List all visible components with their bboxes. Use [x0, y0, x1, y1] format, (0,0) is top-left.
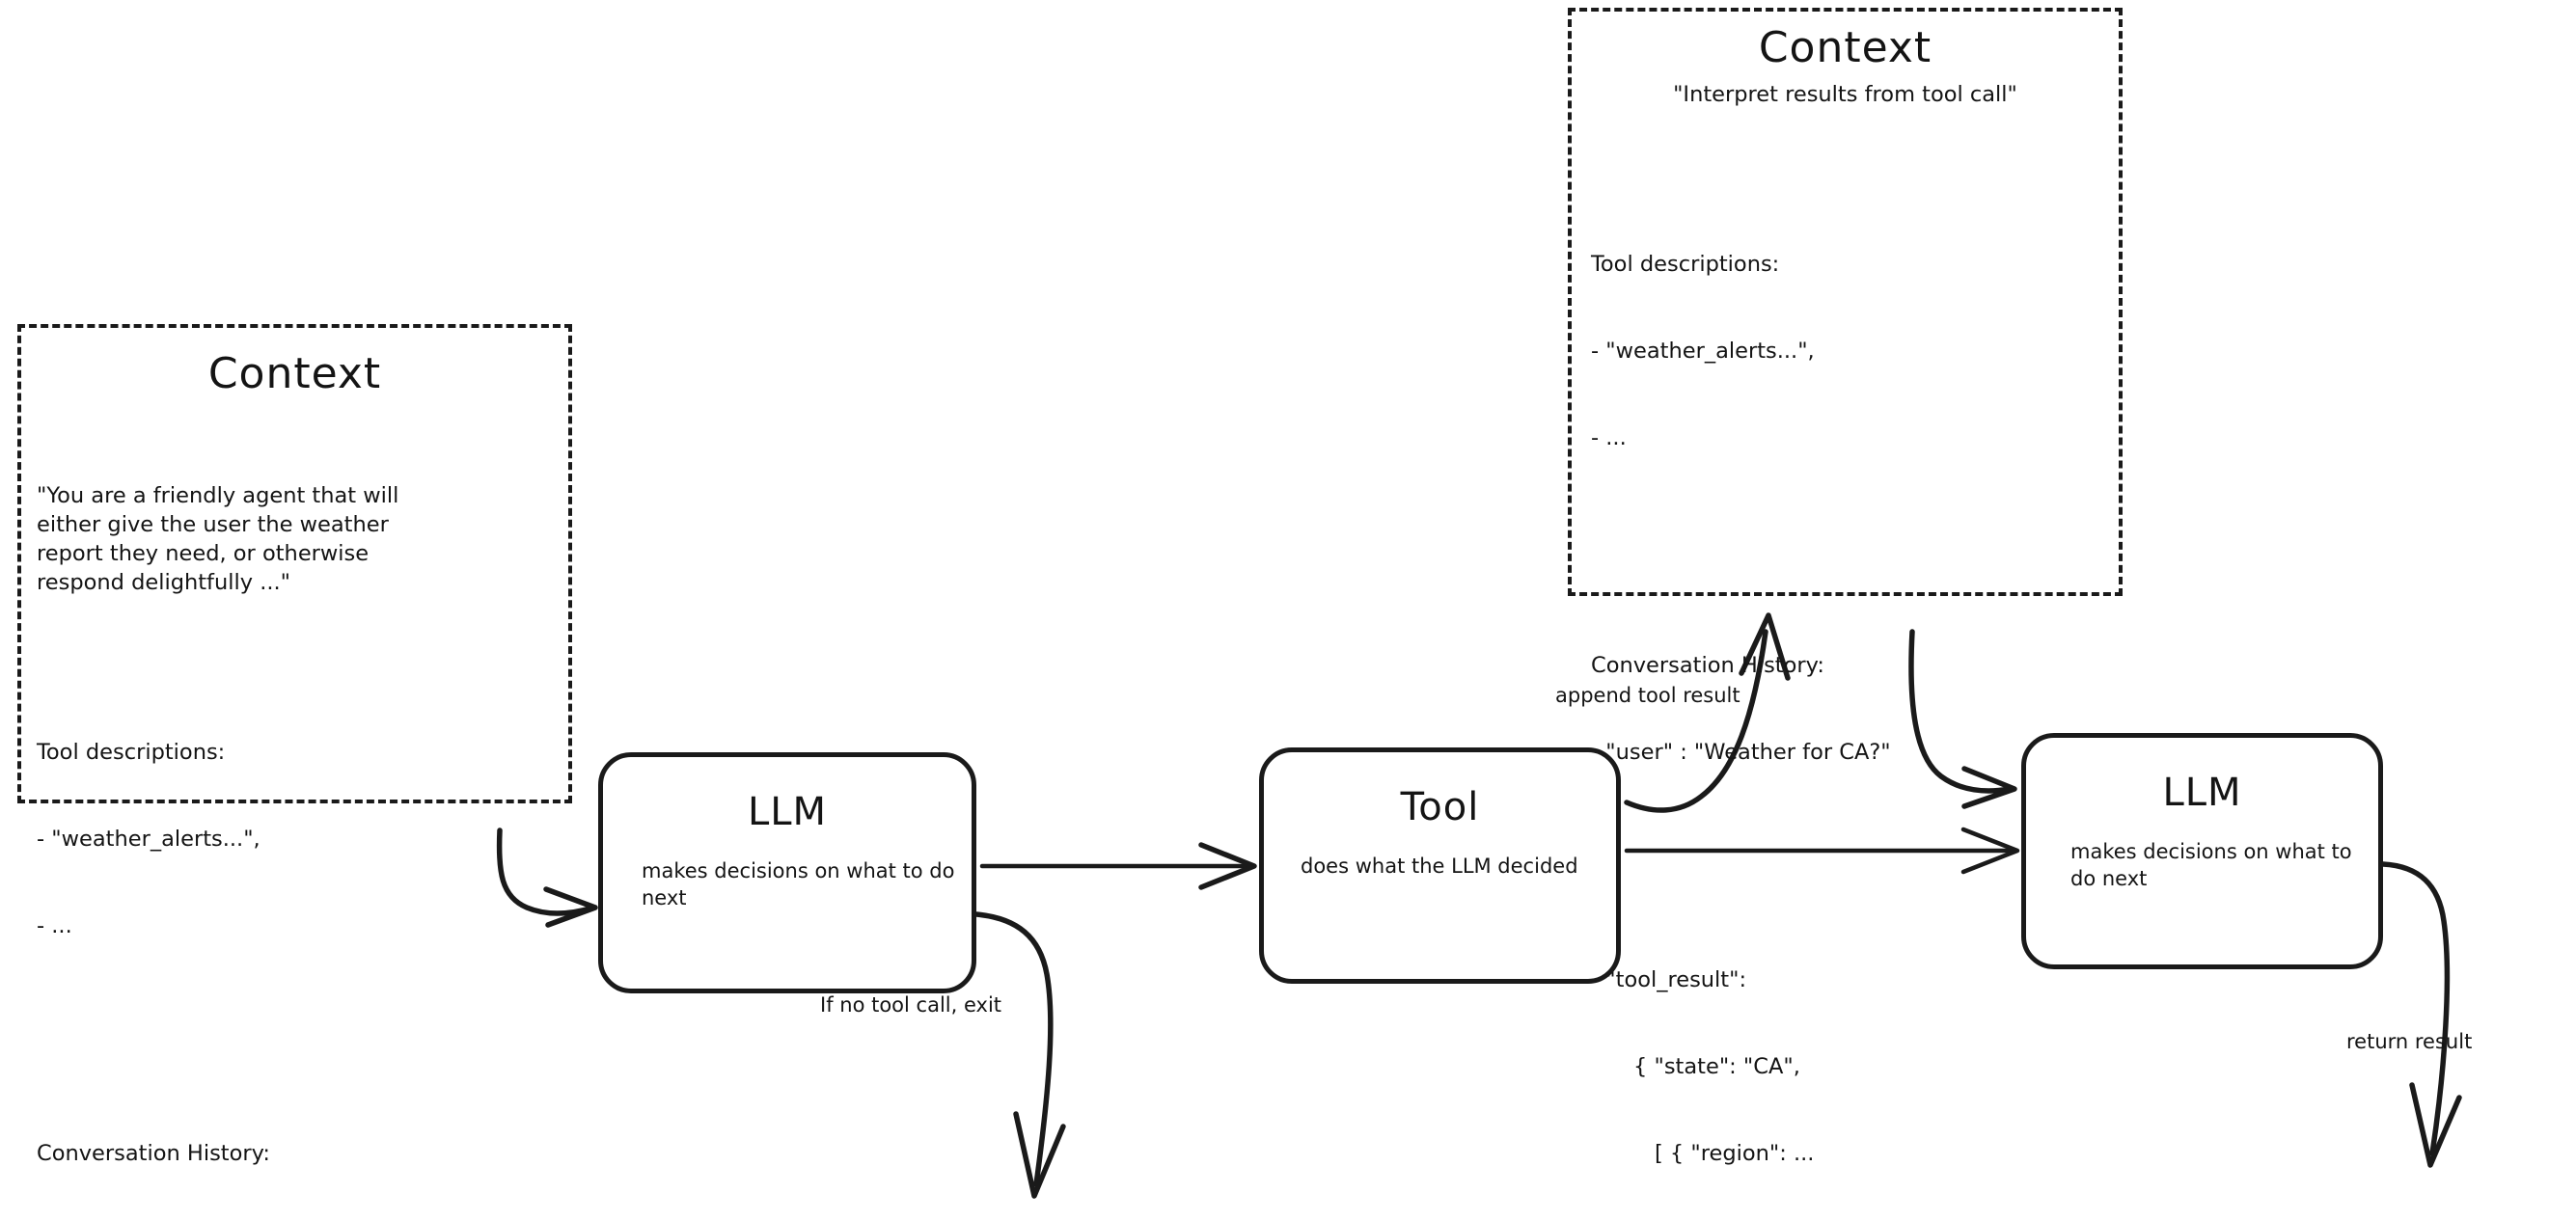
conversation-heading: Conversation History: — [37, 1141, 270, 1166]
context-right-quote: "Interpret results from tool call" — [1673, 82, 2017, 107]
tool-result-line: [ { "region": ... — [1655, 1141, 1815, 1166]
context-right-body: Tool descriptions: - "weather_alerts..."… — [1591, 134, 2119, 1221]
tool-descriptions-heading: Tool descriptions: — [1591, 252, 1780, 277]
node-llm-second-title: LLM — [2162, 771, 2242, 815]
tool-result-line: { "state": "CA", — [1633, 1054, 1800, 1079]
node-llm-first-title: LLM — [747, 790, 828, 834]
node-llm-second-subtitle: makes decisions on what to do next — [2070, 840, 2352, 890]
tool-descriptions-heading: Tool descriptions: — [37, 740, 226, 765]
tool-descriptions-item: - ... — [1591, 425, 1627, 450]
context-right-conversation: Conversation History: - "user" : "Weathe… — [1591, 593, 2119, 825]
node-tool-title: Tool — [1400, 785, 1480, 829]
context-left-body: "You are a friendly agent that will eith… — [37, 423, 568, 1221]
tool-descriptions-item: - ... — [37, 913, 72, 938]
conversation-heading: Conversation History: — [1591, 653, 1824, 678]
node-tool-subtitle: does what the LLM decided — [1301, 855, 1578, 878]
context-left-title: Context — [207, 349, 382, 398]
node-tool[interactable]: Tool does what the LLM decided — [1259, 747, 1621, 984]
context-box-after-tool: Context "Interpret results from tool cal… — [1568, 8, 2123, 1166]
context-right-tool-descriptions: Tool descriptions: - "weather_alerts..."… — [1591, 192, 2119, 510]
arrow-llm2-return — [2380, 861, 2462, 1168]
context-left-conversation: Conversation History: - "user" : "Weathe… — [37, 1081, 568, 1221]
node-llm-first-subtitle: makes decisions on what to do next — [642, 859, 955, 909]
node-llm-second[interactable]: LLM makes decisions on what to do next — [2021, 733, 2383, 969]
context-right-title: Context — [1758, 23, 1932, 72]
arrow-label-return-result: return result — [2346, 1030, 2473, 1053]
node-llm-first[interactable]: LLM makes decisions on what to do next — [598, 752, 976, 993]
context-right-tool-result: - "tool_result": { "state": "CA", [ { "r… — [1591, 908, 2119, 1221]
arrow-label-no-tool-call-exit: If no tool call, exit — [820, 993, 1002, 1017]
arrow-llm1-to-tool — [979, 842, 1257, 890]
arrow-llm1-exit — [973, 911, 1066, 1199]
context-box-initial: Context "You are a friendly agent that w… — [17, 324, 572, 1166]
tool-result-key: - "tool_result": — [1591, 967, 1747, 992]
tool-descriptions-item: - "weather_alerts...", — [1591, 339, 1815, 364]
tool-descriptions-item: - "weather_alerts...", — [37, 827, 260, 852]
arrow-label-append-tool-result: append tool result — [1555, 684, 1740, 707]
context-left-system-prompt: "You are a friendly agent that will eith… — [37, 483, 399, 595]
context-left-tool-descriptions: Tool descriptions: - "weather_alerts..."… — [37, 680, 568, 998]
